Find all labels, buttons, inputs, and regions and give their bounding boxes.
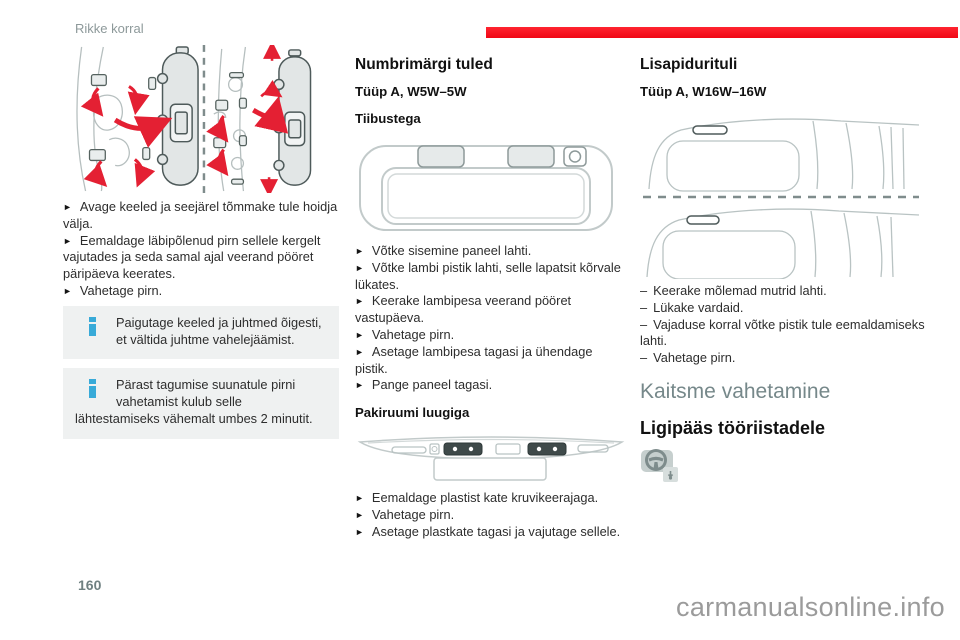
step-text: Vahetage pirn.	[371, 326, 455, 342]
step-text: Asetage plastkate tagasi ja vajutage sel…	[371, 523, 621, 539]
chapter-accent-bar	[486, 27, 958, 38]
watermark: carmanualsonline.info	[676, 592, 945, 622]
instruction-step: ►Asetage lambipesa tagasi ja ühendage pi…	[355, 344, 627, 378]
step-dash-marker: –	[640, 299, 648, 315]
step-text: Vahetage pirn.	[371, 506, 455, 522]
step-text: Vajaduse korral võtke pistik tule eemald…	[640, 316, 925, 349]
license-plate-lamp-panel-illustration	[359, 145, 613, 231]
info-text: Paigutage keeled ja juhtmed õigesti, et …	[116, 314, 322, 347]
instruction-step: ►Võtke lambi pistik lahti, selle lapatsi…	[355, 260, 627, 294]
step-bullet-icon: ►	[355, 509, 364, 520]
step-text: Keerake lambipesa veerand pööret vastupä…	[355, 293, 572, 326]
step-text: Lükake vardaid.	[653, 299, 744, 315]
bulb-type-label: Tüüp A, W5W–5W	[355, 84, 467, 99]
step-bullet-icon: ►	[355, 346, 364, 357]
step-bullet-icon: ►	[355, 246, 364, 256]
step-dash-marker: –	[640, 350, 648, 366]
step-bullet-icon: ►	[355, 380, 364, 391]
info-icon	[89, 379, 96, 399]
section-title-lisapidurituli: Lisapidurituli	[640, 56, 738, 73]
middle-column: Numbrimärgi tuled Tüüp A, W5W–5W Tiibust…	[355, 55, 627, 541]
instruction-step: ►Avage keeled ja seejärel tõmmake tule h…	[63, 199, 339, 233]
subsection-title-ligipaas-tooriistadele: Ligipääs tööriistadele	[640, 417, 826, 438]
instruction-step: ►Eemaldage läbipõlenud pirn sellele kerg…	[63, 233, 339, 283]
step-bullet-icon: ►	[355, 329, 364, 340]
instruction-step: ► Asetage plastkate tagasi ja vajutage se…	[355, 524, 627, 541]
step-bullet-icon: ►	[355, 262, 364, 273]
variant-label: Pakiruumi luugiga	[355, 405, 470, 421]
instruction-step: –Vajaduse korral võtke pistik tule eemal…	[640, 317, 928, 351]
step-text: Asetage lambipesa tagasi ja ühendage pis…	[355, 343, 593, 376]
instruction-step: ► Eemaldage plastist kate kruvikeerajaga.	[355, 490, 627, 507]
tailgate-lamp-illustration	[357, 436, 625, 481]
instruction-step: –Vahetage pirn.	[640, 350, 928, 367]
step-text: Keerake mõlemad mutrid lahti.	[653, 283, 827, 298]
step-text: Võtke lambi pistik lahti, selle lapatsit…	[355, 259, 621, 292]
step-bullet-icon: ►	[63, 235, 72, 246]
page-number: 160	[78, 577, 102, 593]
right-column: Lisapidurituli Tüüp A, W16W–16W –Keerake…	[640, 55, 928, 484]
instruction-step: ► Vahetage pirn.	[355, 327, 627, 344]
step-bullet-icon: ►	[63, 285, 72, 296]
info-box: Paigutage keeled ja juhtmed õigesti, et …	[63, 305, 339, 360]
instruction-step: –Keerake mõlemad mutrid lahti.	[640, 283, 928, 300]
step-text: Avage keeled ja seejärel tõmmake tule ho…	[63, 199, 338, 231]
info-text: Pärast tagumise suunatule pirni vahetami…	[75, 377, 313, 426]
third-brake-light-illustration	[643, 118, 920, 279]
section-title-kaitsme-vahetamine: Kaitsme vahetamine	[640, 379, 831, 403]
step-text: Vahetage pirn.	[79, 282, 163, 298]
info-icon	[89, 316, 96, 336]
bulb-type-label: Tüüp A, W16W–16W	[640, 84, 767, 99]
instruction-step: ►Keerake lambipesa veerand pööret vastup…	[355, 293, 627, 327]
instruction-step: –Lükake vardaid.	[640, 300, 928, 317]
step-dash-marker: –	[640, 283, 648, 298]
step-text: Pange paneel tagasi.	[371, 377, 493, 393]
instruction-step: ► Võtke sisemine paneel lahti.	[355, 243, 627, 260]
variant-label: Tiibustega	[355, 111, 421, 126]
left-column: ►Avage keeled ja seejärel tõmmake tule h…	[63, 45, 339, 439]
step-bullet-icon: ►	[355, 526, 364, 537]
step-text: Vahetage pirn.	[653, 350, 736, 366]
steering-column-tools-icon	[641, 448, 678, 482]
info-box: Pärast tagumise suunatule pirni vahetami…	[63, 368, 339, 439]
step-text: Võtke sisemine paneel lahti.	[371, 243, 532, 258]
instruction-step: ► Pange paneel tagasi.	[355, 377, 627, 394]
taillight-removal-illustration	[76, 45, 312, 193]
instruction-step: ► Vahetage pirn.	[63, 283, 339, 300]
step-text: Eemaldage plastist kate kruvikeerajaga.	[371, 490, 599, 506]
step-dash-marker: –	[640, 316, 648, 332]
step-bullet-icon: ►	[355, 493, 364, 504]
step-bullet-icon: ►	[355, 296, 364, 307]
step-text: Eemaldage läbipõlenud pirn sellele kerge…	[63, 232, 321, 282]
instruction-step: ► Vahetage pirn.	[355, 507, 627, 524]
section-title-numbrimargi-tuled: Numbrimärgi tuled	[355, 56, 493, 73]
step-bullet-icon: ►	[63, 202, 72, 212]
chapter-header: Rikke korral	[75, 21, 144, 36]
